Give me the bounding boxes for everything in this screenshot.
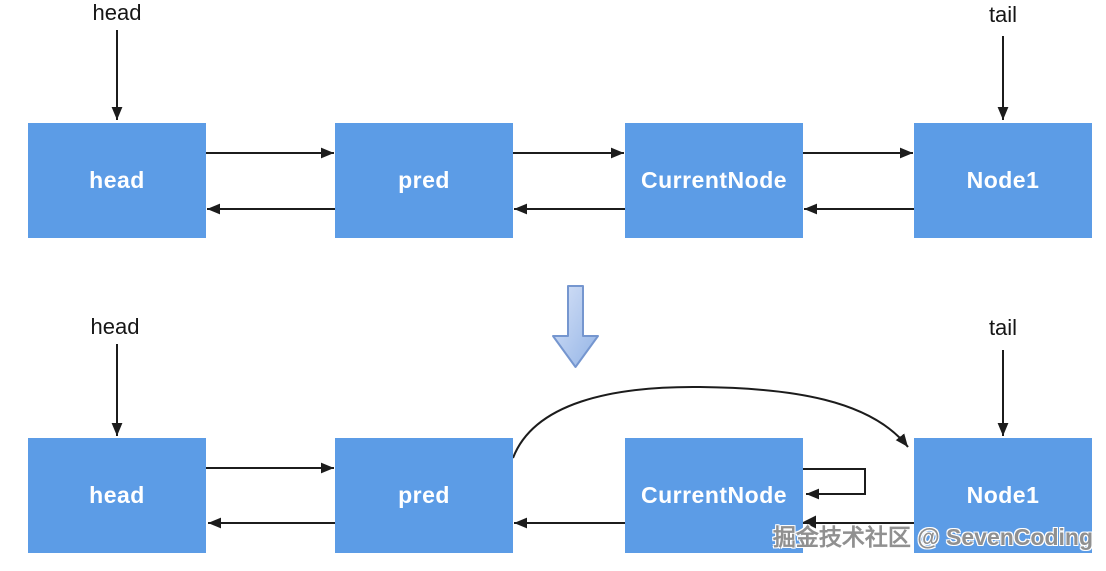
node-label: pred bbox=[398, 167, 450, 193]
node-label: Node1 bbox=[966, 482, 1040, 508]
node-label: CurrentNode bbox=[640, 167, 788, 193]
watermark-text: 掘金技术社区 @ SevenCoding bbox=[772, 524, 1093, 550]
node-currentnode-before: CurrentNode bbox=[625, 123, 803, 238]
node-head-before: head bbox=[28, 123, 206, 238]
arrowhead-into-currentnode bbox=[803, 515, 816, 529]
node-node1-before: Node1 bbox=[914, 123, 1092, 238]
node-currentnode-after: CurrentNode bbox=[625, 438, 803, 553]
head-pointer-label-after: head bbox=[90, 314, 140, 339]
tail-pointer-label-after: tail bbox=[988, 315, 1018, 340]
node-label: head bbox=[89, 482, 145, 508]
node-label: pred bbox=[398, 482, 450, 508]
node-label: CurrentNode bbox=[640, 482, 788, 508]
node-label: head bbox=[89, 167, 145, 193]
node-head-after: head bbox=[28, 438, 206, 553]
transition-down-arrow-icon bbox=[552, 285, 599, 368]
node-node1-after: Node1 bbox=[914, 438, 1092, 553]
node-label: Node1 bbox=[966, 167, 1040, 193]
node-pred-after: pred bbox=[335, 438, 513, 553]
tail-pointer-label-before: tail bbox=[988, 2, 1018, 27]
node-pred-before: pred bbox=[335, 123, 513, 238]
head-pointer-label-before: head bbox=[92, 0, 142, 25]
edge-currentnode-self-loop bbox=[803, 468, 866, 500]
edge-pred-next-node1-bypass-curve bbox=[512, 385, 909, 459]
